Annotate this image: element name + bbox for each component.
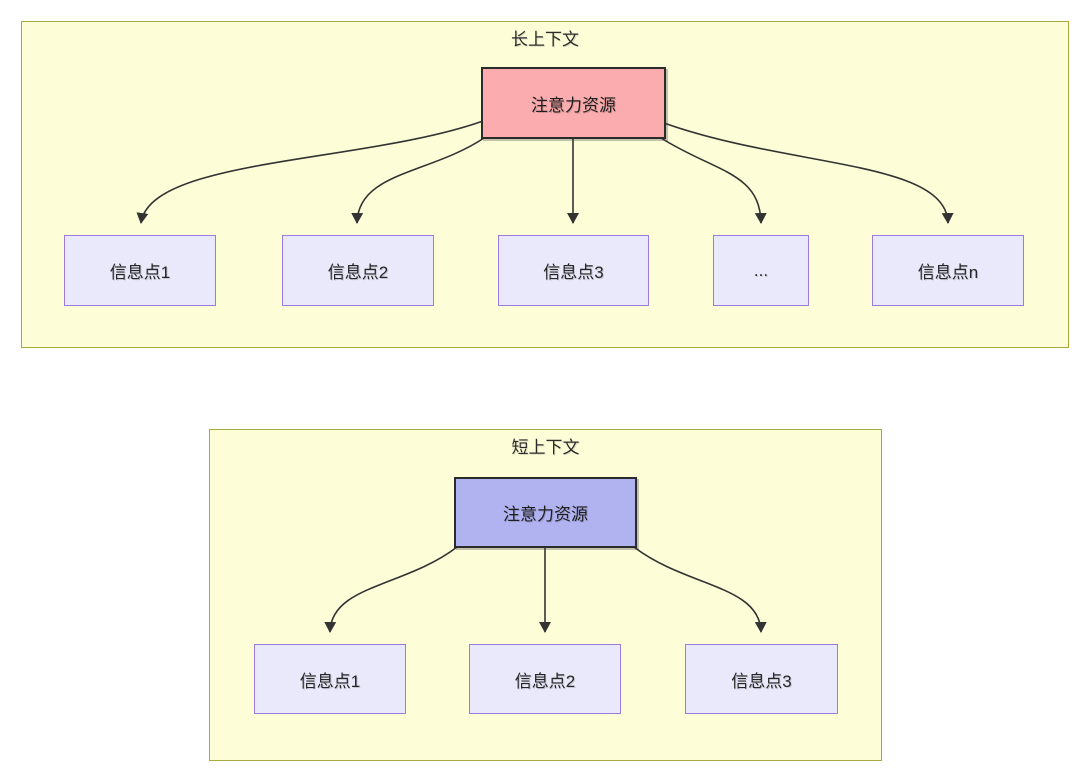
short-node-1: 信息点1 [254,644,406,714]
arrow-long-attention-to-node1 [136,120,484,224]
short-context-title: 短上下文 [511,438,580,457]
long-context-title: 长上下文 [511,30,579,49]
long-node-n: 信息点n [872,235,1024,306]
short-node-3: 信息点3 [685,644,838,714]
attention-box-short: 注意力资源 [454,477,637,548]
arrow-short-attention-to-node1 [324,546,458,633]
long-node-ellipsis: ... [713,235,809,306]
long-node-2: 信息点2 [282,235,434,306]
attention-box-long: 注意力资源 [481,67,666,139]
arrow-long-attention-to-node-dots [660,137,767,224]
short-node-2: 信息点2 [469,644,621,714]
arrow-long-attention-to-node2 [351,137,485,224]
arrow-short-attention-to-node3 [633,546,767,633]
arrow-long-attention-to-node-n [663,122,954,224]
long-node-1: 信息点1 [64,235,216,306]
long-node-3: 信息点3 [498,235,649,306]
